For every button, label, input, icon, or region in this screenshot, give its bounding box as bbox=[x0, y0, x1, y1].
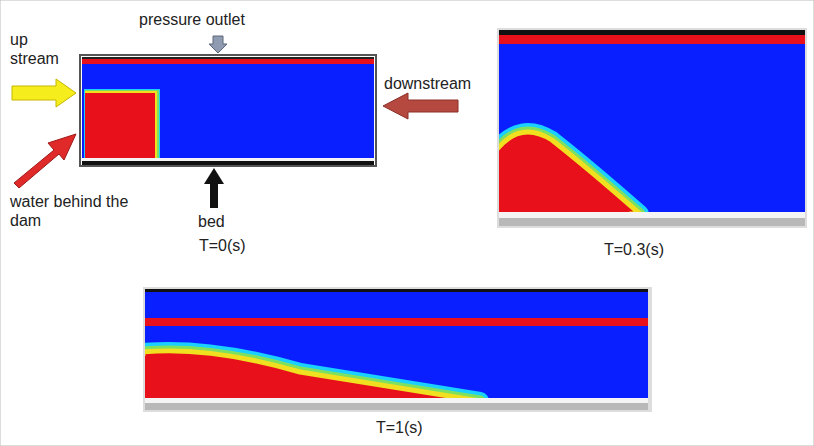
bed-arrow bbox=[204, 168, 224, 208]
arrow-label: bed bbox=[198, 212, 248, 231]
time-caption: T=0(s) bbox=[199, 236, 279, 255]
arrow-label: pressure outlet bbox=[139, 10, 279, 29]
pressure-outlet-arrow bbox=[209, 36, 227, 53]
arrow-label: water behind the dam bbox=[10, 192, 142, 230]
arrow-label: downstream bbox=[384, 74, 494, 93]
time-caption: T=1(s) bbox=[376, 418, 456, 437]
panel-t0 bbox=[80, 55, 376, 166]
panel-t1 bbox=[143, 287, 652, 412]
water-arrow bbox=[14, 134, 76, 188]
time-caption: T=0.3(s) bbox=[604, 240, 694, 259]
upstream-arrow bbox=[12, 79, 76, 107]
panel-t03 bbox=[497, 28, 807, 228]
downstream-arrow bbox=[383, 93, 458, 119]
arrow-label: up stream bbox=[10, 30, 62, 68]
